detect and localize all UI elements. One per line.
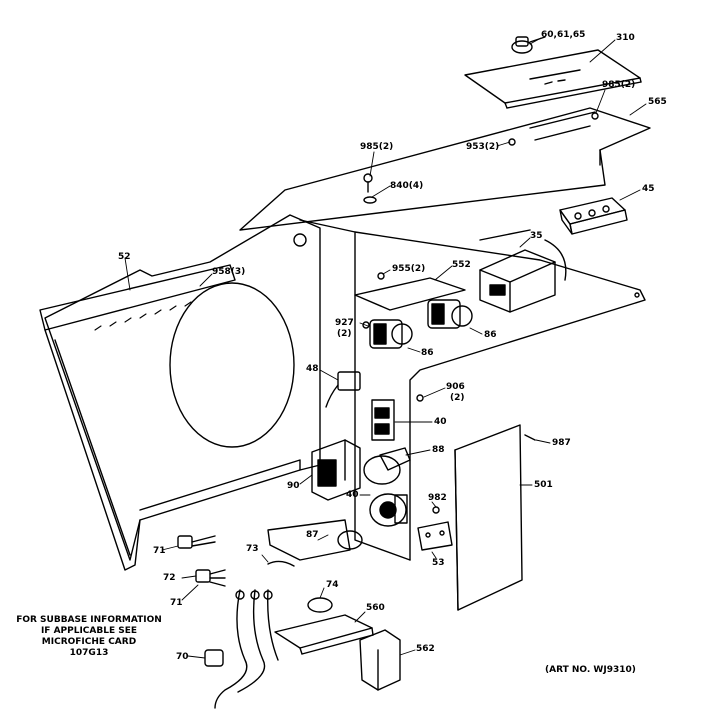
- callout-washer-840: 840(4): [390, 181, 424, 191]
- callout-screw-958: 958(3): [212, 267, 246, 277]
- control-panel-cover: [464, 49, 642, 109]
- subbase-note-line-4: 107G13: [69, 648, 109, 658]
- callout-connector-71-lower: 71: [170, 598, 183, 608]
- connector-71: [177, 535, 216, 549]
- callout-screw-927: 927: [335, 318, 354, 328]
- callout-switch-block: 40: [434, 417, 447, 427]
- callout-motor-88: 88: [432, 445, 445, 455]
- chassis-frame: [299, 219, 646, 561]
- callout-screw-953: 953(2): [466, 142, 500, 152]
- bracket-562: [359, 629, 401, 691]
- strain-relief: [267, 560, 295, 567]
- power-cord: [204, 589, 279, 709]
- connector-72: [195, 569, 226, 587]
- callout-power-transformer: 90: [287, 481, 300, 491]
- motor-88: [363, 447, 411, 485]
- capacitor-right: [427, 299, 473, 329]
- upper-mounting-plate: [239, 107, 651, 231]
- subbase-note-line-2: IF APPLICABLE SEE: [40, 626, 138, 636]
- callout-screw-955: 955(2): [392, 264, 426, 274]
- mounting-bracket-552: [354, 277, 466, 311]
- callout-capacitor-right: 86: [484, 330, 497, 340]
- callout-screw-987: 987: [552, 438, 571, 448]
- callout-capacitor-left: 86: [421, 348, 434, 358]
- callout-power-cord: 70: [176, 652, 189, 662]
- fasteners: [362, 138, 536, 514]
- access-panel: [454, 424, 523, 611]
- callout-connector-71-upper: 71: [153, 546, 166, 556]
- fan-shroud: [39, 214, 321, 571]
- callout-screw-906: 906: [446, 382, 465, 392]
- switch-block: [371, 399, 395, 441]
- callout-connector-72: 72: [163, 573, 176, 583]
- callout-screw-985-left: 985(2): [360, 142, 394, 152]
- callout-fan-shroud: 52: [118, 252, 131, 262]
- relay-48: [325, 371, 361, 408]
- subbase-note-line-1: FOR SUBBASE INFORMATION: [16, 615, 162, 625]
- base-bracket: [267, 519, 363, 561]
- callout-bracket-562: 562: [416, 644, 435, 654]
- callout-screw-906-qty: (2): [450, 393, 465, 403]
- callout-access-panel: 501: [534, 480, 553, 490]
- subbase-note: FOR SUBBASE INFORMATION IF APPLICABLE SE…: [10, 615, 168, 659]
- callout-grommet: 74: [326, 580, 339, 590]
- terminal-plate-53: [417, 521, 453, 551]
- callout-base-bracket: 87: [306, 530, 319, 540]
- fan-motor: [369, 493, 408, 527]
- callout-base-plate: 560: [366, 603, 385, 613]
- callout-screw-982: 982: [428, 493, 447, 503]
- transformer: [479, 239, 567, 313]
- callout-fan-motor: 40: [346, 490, 359, 500]
- terminal-block: [559, 197, 628, 235]
- callout-transformer: 35: [530, 231, 543, 241]
- base-plate: [274, 614, 374, 655]
- power-transformer-90: [311, 439, 361, 501]
- callout-screw-927-qty: (2): [337, 329, 352, 339]
- subbase-note-line-3: MICROFICHE CARD: [41, 637, 137, 647]
- callout-terminal-plate: 53: [432, 558, 445, 568]
- callout-strain-relief: 73: [246, 544, 259, 554]
- callout-relay: 48: [306, 364, 319, 374]
- grommet-74: [307, 597, 333, 613]
- art-number: (ART NO. WJ9310): [545, 665, 636, 675]
- callout-mounting-plate: 565: [648, 97, 667, 107]
- capacitor-left: [369, 319, 413, 349]
- leader-lines: [124, 37, 647, 659]
- callout-screw-985-right: 985(2): [602, 80, 636, 90]
- callout-knob: 60,61,65: [541, 30, 586, 40]
- callout-control-cover: 310: [616, 33, 635, 43]
- callout-terminal-block: 45: [642, 184, 655, 194]
- callout-bracket-552: 552: [452, 260, 471, 270]
